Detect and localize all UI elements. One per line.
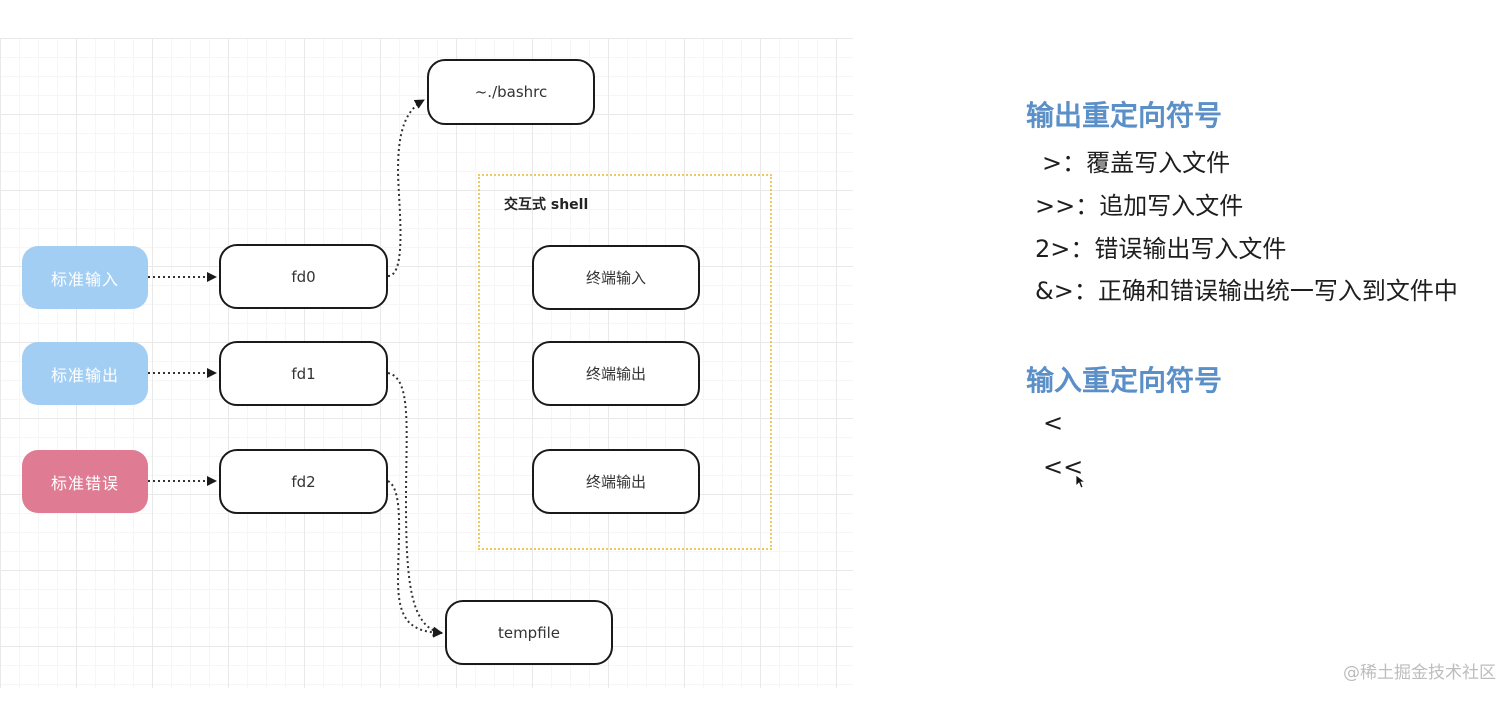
diagram-canvas: [0, 38, 853, 688]
terminal-input-label: 终端输入: [585, 269, 646, 287]
source-stdin-label: 标准输入: [50, 269, 119, 289]
fd1-node: fd1: [219, 341, 388, 406]
output-redirect-item: >：覆盖写入文件: [1042, 149, 1231, 177]
interactive-shell-title: 交互式 shell: [504, 197, 589, 213]
source-stdout: 标准输出: [22, 342, 148, 405]
mouse-cursor-icon: [1076, 475, 1086, 489]
terminal-output-node: 终端输出: [532, 341, 700, 406]
input-redirect-item: <: [1043, 409, 1064, 437]
tempfile-node: tempfile: [445, 600, 613, 665]
output-redirect-item: >>：追加写入文件: [1035, 192, 1244, 220]
output-redirect-item: 2>：错误输出写入文件: [1035, 235, 1287, 263]
source-stderr-label: 标准错误: [50, 473, 119, 493]
terminal-error-output-label: 终端输出: [585, 473, 646, 491]
source-stdin: 标准输入: [22, 246, 148, 309]
bashrc-label: ~./bashrc: [474, 83, 548, 101]
fd0-label: fd0: [291, 267, 316, 286]
output-redirect-item: &>：正确和错误输出统一写入到文件中: [1035, 277, 1458, 305]
terminal-input-node: 终端输入: [532, 245, 700, 310]
source-stdout-label: 标准输出: [50, 365, 119, 385]
terminal-error-output-node: 终端输出: [532, 449, 700, 514]
fd1-label: fd1: [291, 364, 316, 383]
fd2-label: fd2: [291, 472, 316, 491]
input-redirect-heading: 输入重定向符号: [1026, 364, 1223, 397]
tempfile-label: tempfile: [497, 623, 561, 642]
terminal-output-label: 终端输出: [585, 365, 646, 383]
output-redirect-heading: 输出重定向符号: [1026, 99, 1223, 132]
source-stderr: 标准错误: [22, 450, 148, 513]
interactive-shell-group: [478, 174, 772, 550]
watermark: @稀土掘金技术社区: [1343, 663, 1496, 683]
fd2-node: fd2: [219, 449, 388, 514]
fd0-node: fd0: [219, 244, 388, 309]
bashrc-node: ~./bashrc: [427, 59, 595, 125]
